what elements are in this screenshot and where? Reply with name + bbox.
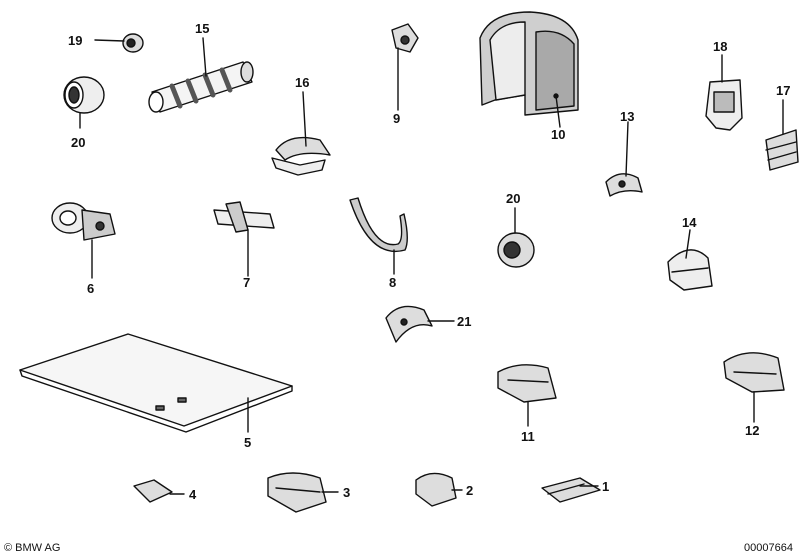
- part-17-clip: [765, 99, 799, 171]
- part-18-clip: [705, 54, 743, 131]
- callout-17: 17: [776, 83, 791, 98]
- part-12-clip: [723, 352, 785, 423]
- callout-3: 3: [343, 485, 351, 500]
- callout-14: 14: [682, 215, 697, 230]
- part-3-clip: [267, 472, 339, 513]
- copyright-text: © BMW AG: [4, 542, 61, 554]
- part-1-clip: [541, 477, 601, 503]
- part-21-clip: [385, 305, 455, 343]
- part-5-mat: [19, 333, 293, 433]
- part-20-grommet-middle: [497, 207, 535, 268]
- part-10-cover: [479, 11, 579, 128]
- part-11-clip: [497, 364, 557, 427]
- callout-20-left: 20: [71, 135, 86, 150]
- callout-16: 16: [295, 75, 310, 90]
- part-4-clip: [133, 479, 185, 503]
- part-6-clip: [51, 202, 116, 279]
- callout-18: 18: [713, 39, 728, 54]
- callout-6: 6: [87, 281, 95, 296]
- part-15-sleeve: [148, 37, 254, 113]
- callout-2: 2: [466, 483, 474, 498]
- callout-20-middle: 20: [506, 191, 521, 206]
- callout-5: 5: [244, 435, 252, 450]
- callout-11: 11: [521, 429, 535, 444]
- callout-12: 12: [745, 423, 760, 438]
- part-7-clip: [213, 201, 275, 277]
- callout-4: 4: [189, 487, 197, 502]
- callout-9: 9: [393, 111, 401, 126]
- part-13-clip: [605, 121, 643, 197]
- part-20-grommet-left: [63, 76, 105, 129]
- callout-13: 13: [620, 109, 635, 124]
- part-9-clip: [391, 23, 419, 111]
- part-2-clip: [415, 472, 463, 507]
- callout-10: 10: [551, 127, 566, 142]
- part-19-grommet: [94, 33, 144, 53]
- callout-1: 1: [602, 479, 610, 494]
- callout-21: 21: [457, 314, 472, 329]
- part-14-clip: [667, 229, 713, 291]
- callout-15: 15: [195, 21, 210, 36]
- part-8-strap: [349, 197, 408, 275]
- part-16-clip: [271, 91, 331, 176]
- callout-19: 19: [68, 33, 83, 48]
- callout-8: 8: [389, 275, 397, 290]
- document-number: 00007664: [744, 542, 793, 554]
- callout-7: 7: [243, 275, 251, 290]
